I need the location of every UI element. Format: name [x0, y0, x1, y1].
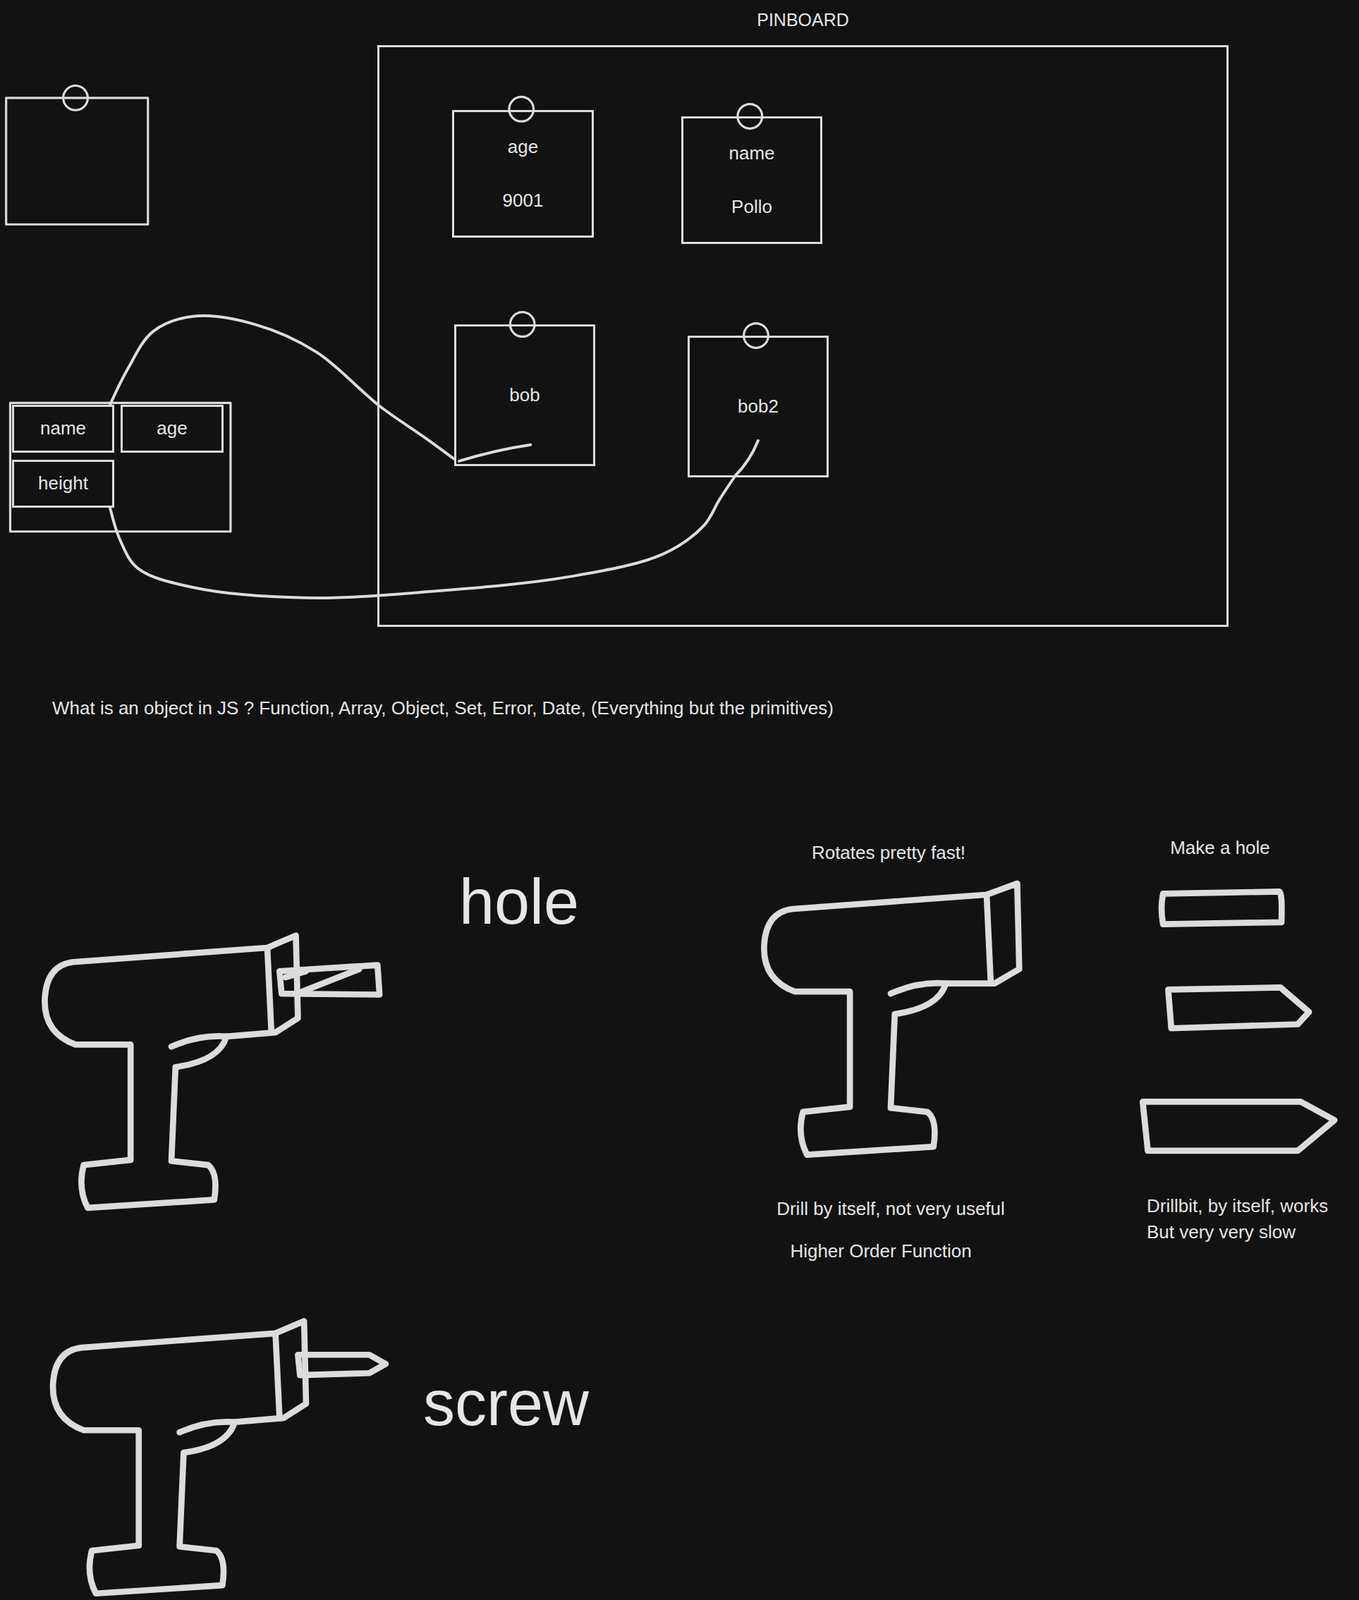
drill-chuck: [267, 947, 272, 1033]
board-heading: PINBOARD: [379, 9, 1227, 31]
note-text: name: [728, 142, 775, 165]
drill-trigger: [890, 983, 946, 994]
string-end: [734, 440, 759, 477]
drill-trigger: [179, 1421, 235, 1433]
drill-alone: [763, 883, 1020, 1156]
string-end: [459, 445, 531, 462]
drill-trigger: [171, 1035, 227, 1047]
handwritten-label: hole: [459, 870, 580, 934]
drill-body: [44, 935, 298, 1209]
note-text: age: [507, 136, 539, 158]
reference-string: [110, 315, 455, 460]
pin: [509, 96, 534, 122]
drill-chuck: [986, 894, 991, 982]
drill-with-bit: [44, 935, 380, 1209]
pinned-note: namePollo: [681, 116, 823, 245]
reference-string: [110, 477, 735, 599]
note-text: name: [40, 417, 87, 440]
object-outline: [9, 402, 230, 532]
property-cell: age: [120, 404, 224, 453]
note-text: bob2: [737, 395, 779, 418]
note-text: bob: [509, 384, 540, 407]
drill-bit-twist: [285, 969, 359, 992]
note-text: height: [38, 472, 89, 495]
drill-body: [763, 883, 1020, 1156]
drill-chuck: [275, 1333, 280, 1419]
property-cell: name: [11, 404, 115, 453]
note-text: age: [156, 417, 187, 440]
note-text: Higher Order Function: [789, 1239, 972, 1264]
drill-bit: [279, 965, 380, 996]
pin: [63, 86, 89, 111]
note-value: 9001: [502, 189, 544, 212]
pinboard-frame: PINBOARDage9001namePollobobbob2: [377, 45, 1229, 627]
pinned-note: age 9001: [452, 110, 594, 238]
drill-with-screw-bit: [52, 1320, 386, 1594]
note-value: Pollo: [731, 196, 773, 218]
pinned-note: bob2: [687, 335, 829, 478]
handwritten-label: screw: [423, 1371, 589, 1436]
caption-note: What is an object in JS ? Function, Arra…: [52, 696, 834, 721]
callout-text: Rotates pretty fast!: [811, 841, 966, 865]
drill-bit: [1167, 987, 1309, 1029]
property-cell: height: [11, 459, 115, 508]
drill-bit: [1142, 1101, 1335, 1151]
drill-body: [52, 1320, 307, 1594]
callout-text: Make a hole: [1169, 836, 1271, 860]
drill-bit: [1161, 891, 1282, 924]
pinned-note: bob: [454, 324, 596, 467]
loose-note: [6, 98, 149, 225]
note-text: Drillbit, by itself, works But very very…: [1146, 1193, 1345, 1246]
note-text: Drill by itself, not very useful: [776, 1197, 1005, 1221]
screw-bit: [297, 1354, 386, 1376]
